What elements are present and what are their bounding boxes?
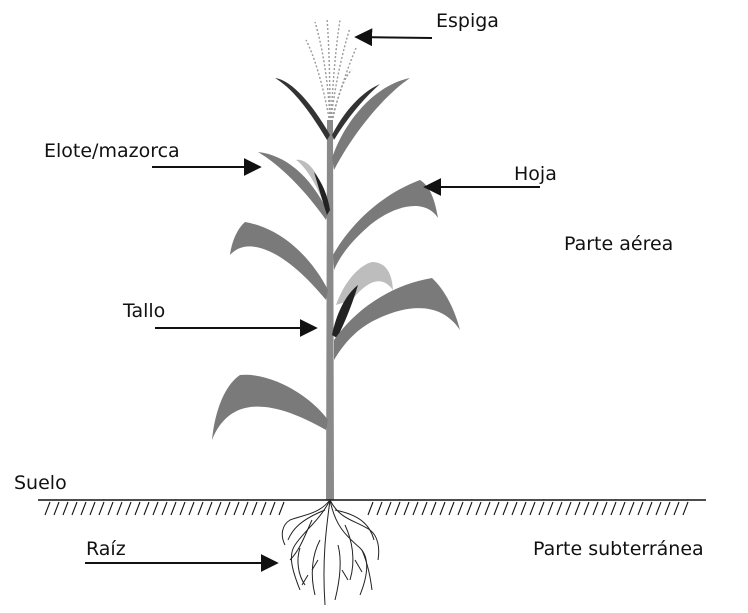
leaf-mid-left: [230, 222, 328, 300]
label-hoja: Hoja: [514, 165, 557, 184]
label-tallo: Tallo: [123, 302, 165, 321]
label-parte-subterranea: Parte subterránea: [533, 540, 704, 559]
arrow-espiga: [356, 37, 432, 38]
leaf-hoja: [333, 180, 438, 270]
label-parte-aerea: Parte aérea: [564, 235, 673, 254]
label-espiga: Espiga: [436, 12, 499, 31]
label-suelo: Suelo: [14, 474, 67, 493]
label-raiz: Raíz: [86, 540, 126, 559]
roots: [282, 500, 378, 605]
leaf-top-left: [275, 78, 330, 140]
label-elote: Elote/mazorca: [44, 142, 180, 161]
stem: [326, 120, 334, 500]
soil-hatching: [45, 502, 688, 515]
leaf-bottom-left: [212, 375, 328, 440]
tassel: [306, 18, 356, 118]
